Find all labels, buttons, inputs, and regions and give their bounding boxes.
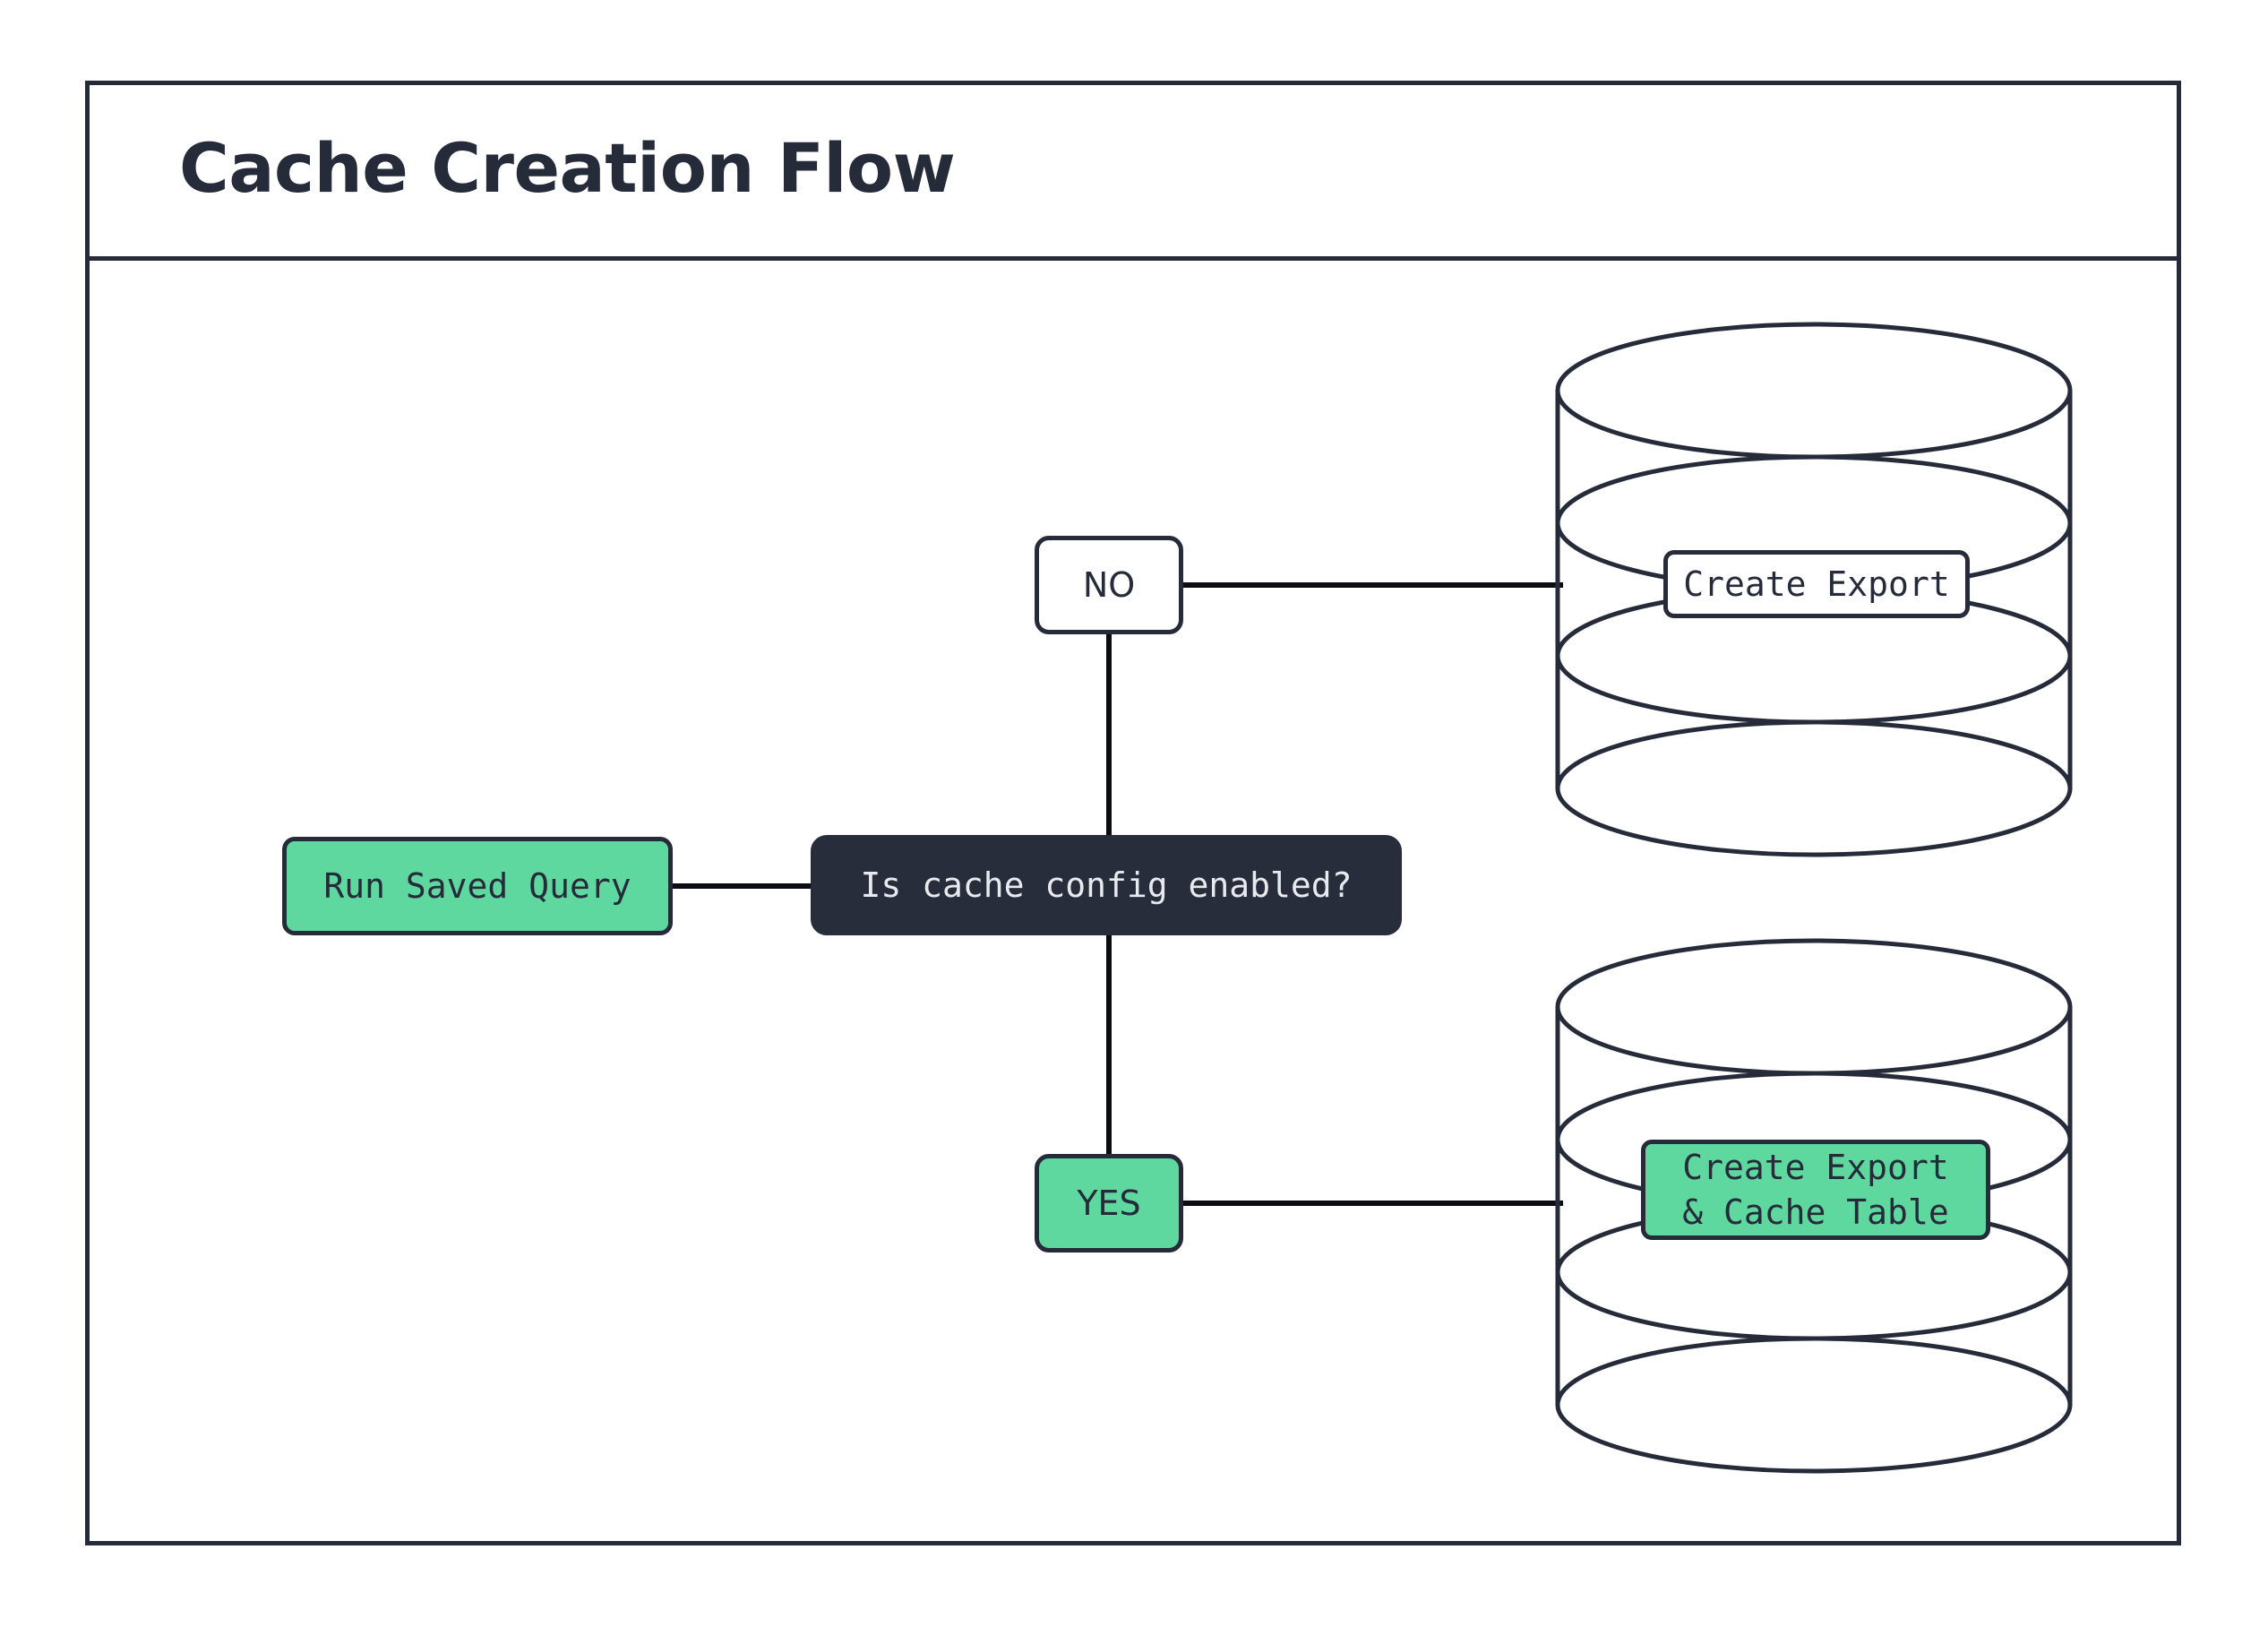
edge-label-yes[interactable]: YES bbox=[1035, 1154, 1183, 1253]
node-run-saved-query[interactable]: Run Saved Query bbox=[282, 837, 673, 935]
node-create-export-and-cache-table[interactable]: Create Export & Cache Table bbox=[1641, 1140, 1990, 1240]
database-cylinder-create-export bbox=[1554, 321, 2074, 858]
node-create-export[interactable]: Create Export bbox=[1663, 550, 1970, 618]
diagram-title-bar bbox=[90, 85, 2177, 261]
node-decision-is-cache-config-enabled[interactable]: Is cache config enabled? bbox=[811, 835, 1402, 935]
edge-label-no[interactable]: NO bbox=[1035, 536, 1183, 634]
page-title: Cache Creation Flow bbox=[179, 128, 956, 208]
